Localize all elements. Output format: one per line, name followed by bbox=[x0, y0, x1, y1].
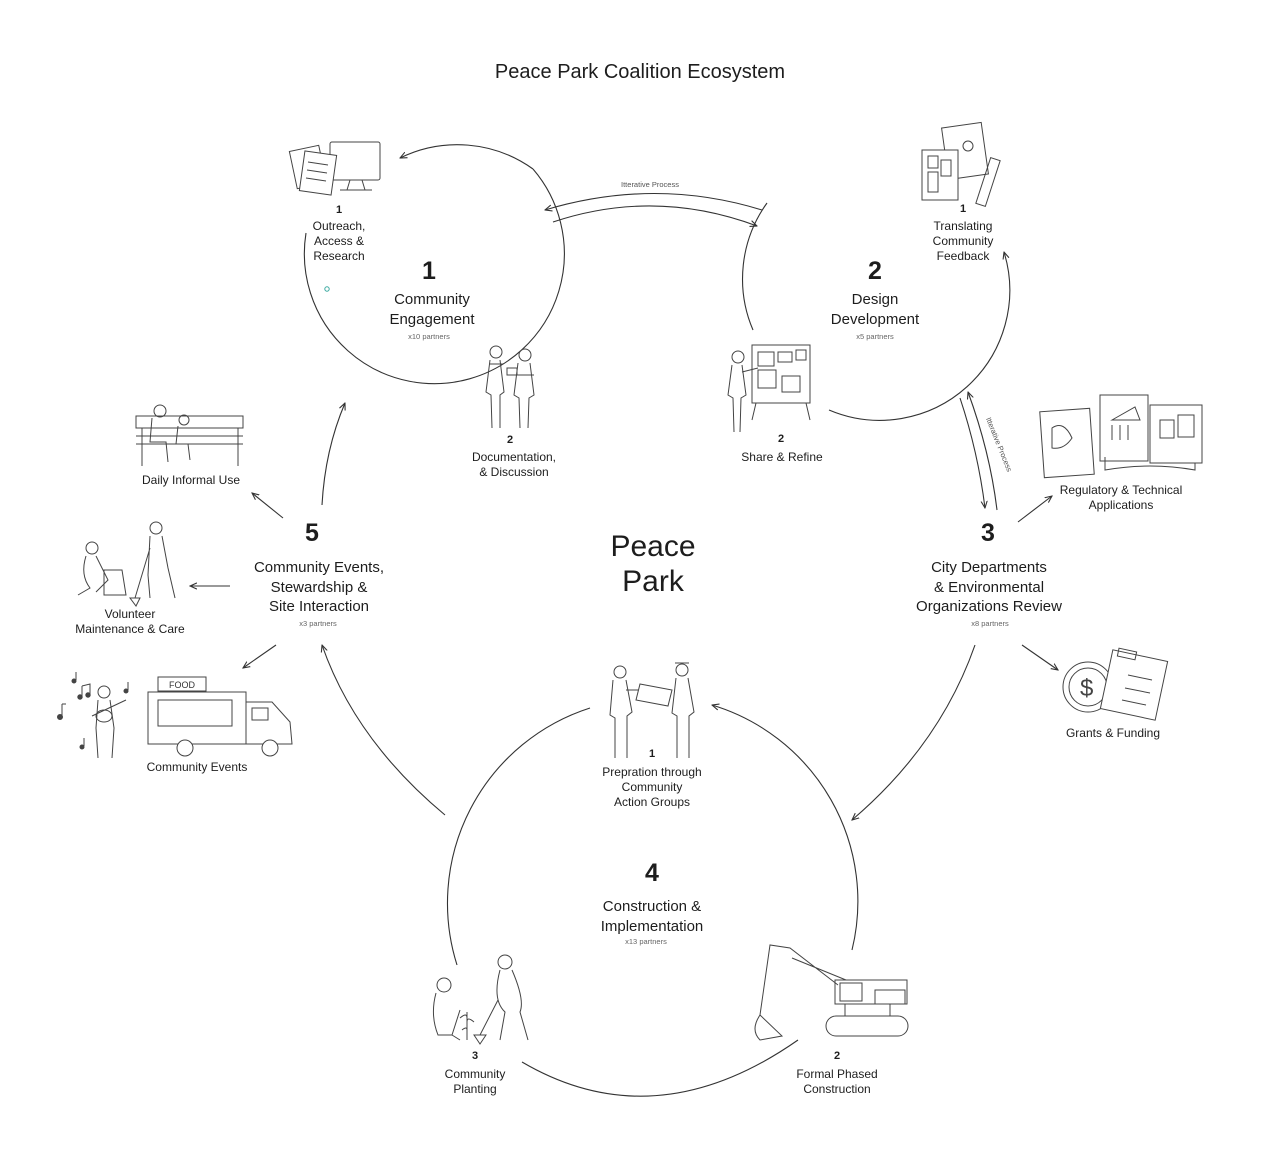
stage2-cycle-arc bbox=[828, 252, 1011, 421]
grants-funding-icon: $ bbox=[1062, 647, 1169, 721]
stage-3-number: 3 bbox=[981, 519, 995, 547]
community-planting-icon bbox=[432, 954, 529, 1045]
stage-2-number: 2 bbox=[868, 257, 882, 285]
stage1-cycle-arc bbox=[303, 168, 565, 385]
community-events-label: Community Events bbox=[146, 760, 248, 774]
substep-preparation-label: Prepration through Community Action Grou… bbox=[602, 765, 702, 809]
people-discussing-icon bbox=[485, 345, 535, 429]
excavator-icon bbox=[754, 944, 909, 1041]
substep-community-planting-label: Community Planting bbox=[444, 1067, 506, 1096]
stage-4-name: Construction & Implementation bbox=[600, 898, 704, 935]
iterative-arrow-3-to-2 bbox=[968, 392, 998, 511]
stage-3-name: City Departments & Environmental Organiz… bbox=[916, 559, 1062, 615]
volunteer-label: Volunteer Maintenance & Care bbox=[75, 607, 185, 636]
substep-documentation-label: Documentation, & Discussion bbox=[471, 450, 557, 479]
arrow-to-regulatory bbox=[1017, 496, 1052, 523]
page-title: Peace Park Coalition Ecosystem bbox=[494, 61, 786, 83]
substep-share-refine-number: 2 bbox=[777, 433, 785, 445]
music-notes-icon bbox=[57, 672, 129, 750]
substep-formal-construction-label: Formal Phased Construction bbox=[796, 1067, 878, 1096]
arrow-5-to-1 bbox=[321, 403, 345, 506]
stage-4-partners: x13 partners bbox=[625, 937, 667, 946]
volunteers-cleanup-icon bbox=[77, 521, 176, 607]
stage-5-name: Community Events, Stewardship & Site Int… bbox=[253, 559, 385, 615]
substep-documentation-number: 2 bbox=[506, 434, 514, 446]
arrow-3-to-4 bbox=[852, 644, 976, 820]
regulatory-documents-icon bbox=[1039, 394, 1203, 479]
substep-translating-label: Translating Community Feedback bbox=[932, 219, 994, 263]
grants-label: Grants & Funding bbox=[1065, 726, 1161, 740]
outreach-documents-icon bbox=[288, 141, 381, 196]
stage-1-partners: x10 partners bbox=[408, 332, 450, 341]
food-truck-sign: FOOD bbox=[169, 680, 195, 690]
stage-4-number: 4 bbox=[645, 859, 659, 887]
substep-outreach-number: 1 bbox=[335, 204, 343, 216]
people-exchanging-plans-icon bbox=[609, 662, 695, 758]
stage-2-name: Design Development bbox=[830, 291, 920, 328]
substep-preparation-number: 1 bbox=[648, 748, 656, 760]
iterative-arrow-1-to-2 bbox=[552, 205, 757, 226]
food-truck-icon bbox=[147, 676, 293, 757]
stage4-cycle-arc-right bbox=[712, 705, 859, 951]
substep-translating-number: 1 bbox=[959, 203, 967, 215]
stage2-cycle-arc-left bbox=[741, 202, 768, 331]
stage1-cycle-arc-top bbox=[400, 144, 534, 170]
svg-text:$: $ bbox=[1080, 675, 1093, 702]
informal-use-label: Daily Informal Use bbox=[141, 473, 241, 487]
presenter-board-icon bbox=[727, 344, 811, 433]
musician-icon bbox=[91, 685, 127, 759]
stage-5-partners: x3 partners bbox=[299, 619, 337, 628]
iterative-arrow-2-to-1 bbox=[545, 193, 763, 211]
bench-people-icon bbox=[135, 404, 244, 466]
iterative-process-label-top: Itterative Process bbox=[621, 180, 679, 189]
substep-community-planting-number: 3 bbox=[471, 1050, 479, 1062]
plans-sketch-icon bbox=[921, 121, 1001, 208]
accent-dot bbox=[324, 286, 330, 292]
stage-2-partners: x5 partners bbox=[856, 332, 894, 341]
stage4-cycle-arc-bottom bbox=[521, 1039, 799, 1097]
stage-1-number: 1 bbox=[422, 257, 436, 285]
iterative-arrow-2-to-3 bbox=[959, 397, 985, 508]
substep-outreach-label: Outreach, Access & Research bbox=[312, 219, 366, 263]
substep-share-refine-label: Share & Refine bbox=[741, 450, 823, 464]
center-label: Peace Park bbox=[610, 530, 696, 598]
stage-3-partners: x8 partners bbox=[971, 619, 1009, 628]
arrow-4-to-5 bbox=[322, 645, 446, 816]
arrow-to-events bbox=[243, 644, 277, 668]
substep-formal-construction-number: 2 bbox=[833, 1050, 841, 1062]
arrow-to-informal bbox=[252, 493, 284, 519]
regulatory-label: Regulatory & Technical Applications bbox=[1059, 483, 1183, 512]
stage-1-name: Community Engagement bbox=[389, 291, 475, 328]
stage4-cycle-arc-left bbox=[446, 707, 591, 966]
stage-5-number: 5 bbox=[305, 519, 319, 547]
arrow-to-grants bbox=[1021, 644, 1058, 670]
